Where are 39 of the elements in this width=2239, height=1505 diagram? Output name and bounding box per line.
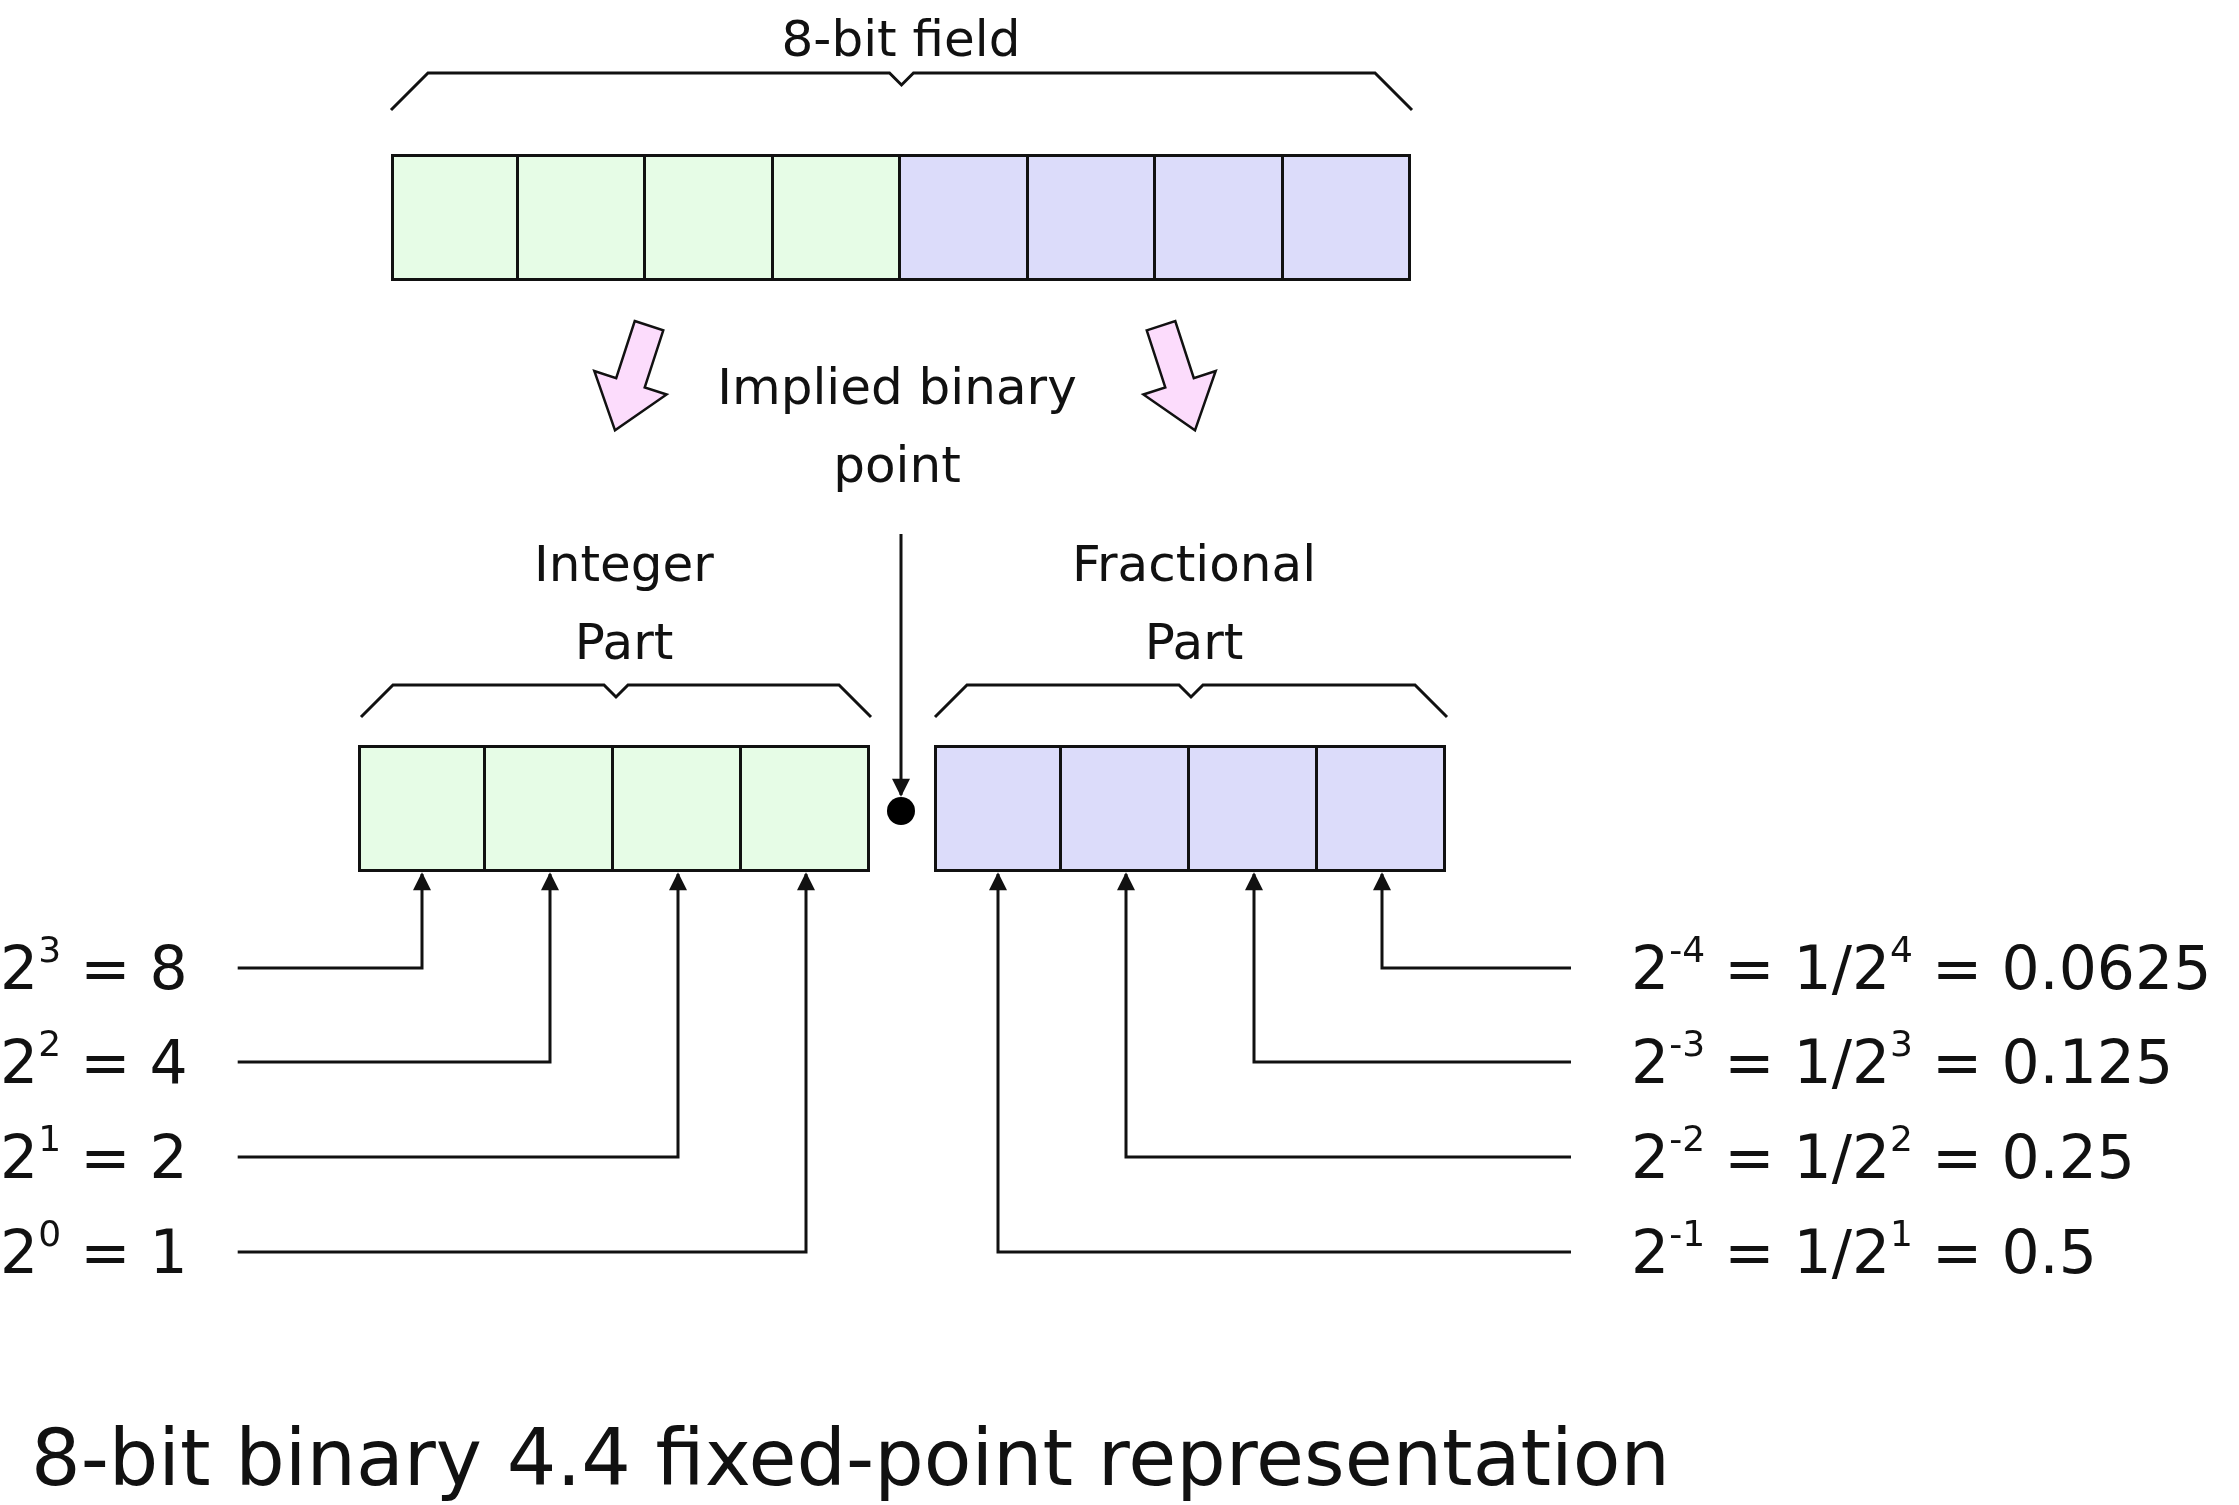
- bit-cell: [358, 745, 486, 872]
- arrow: [237, 872, 431, 970]
- power-value-label: 2$^{-4}$ = 1/2$^{4}$ = 0.0625: [1631, 928, 2212, 1008]
- bit-cell: [614, 745, 742, 872]
- part-label: Integer Part: [533, 534, 715, 673]
- arrow: [989, 872, 1571, 1254]
- power-value-label: 2$^{-3}$ = 1/2$^{3}$ = 0.125: [1631, 1022, 2174, 1102]
- bit-cell: [742, 745, 870, 872]
- bit-cell: [901, 154, 1029, 281]
- arrow: [1373, 872, 1571, 970]
- bit-cell: [1283, 154, 1411, 281]
- bit-cell: [1190, 745, 1318, 872]
- bit-cell: [486, 745, 614, 872]
- arrow: [237, 872, 687, 1159]
- bit-cell: [1156, 154, 1284, 281]
- arrow: [892, 534, 910, 797]
- caption: 8-bit binary 4.4 fixed-point representation: [31, 1412, 1670, 1505]
- bit-cell: [1062, 745, 1190, 872]
- arrow: [1245, 872, 1571, 1064]
- field-label: 8-bit field: [780, 9, 1022, 70]
- bit-cell: [518, 154, 646, 281]
- bit-cell: [773, 154, 901, 281]
- bit-cell: [1028, 154, 1156, 281]
- power-value-label: 2$^{-2}$ = 1/2$^{2}$ = 0.25: [1631, 1117, 2135, 1197]
- arrow: [237, 872, 815, 1254]
- part-label: Fractional Part: [1070, 534, 1318, 673]
- power-value-label: 2$^{2}$ = 4: [0, 1022, 188, 1102]
- power-value-label: 2$^{1}$ = 2: [0, 1117, 188, 1197]
- bit-cell: [646, 154, 774, 281]
- power-value-label: 2$^{-1}$ = 1/2$^{1}$ = 0.5: [1631, 1212, 2097, 1292]
- arrow: [1117, 872, 1571, 1159]
- arrow: [237, 872, 559, 1064]
- power-value-label: 2$^{0}$ = 1: [0, 1212, 188, 1292]
- binary-point-label: Implied binary point: [717, 348, 1077, 504]
- bit-cell: [934, 745, 1062, 872]
- bit-cell: [1318, 745, 1446, 872]
- bit-cell: [391, 154, 519, 281]
- binary-point-dot: [887, 797, 915, 825]
- power-value-label: 2$^{3}$ = 8: [0, 928, 188, 1008]
